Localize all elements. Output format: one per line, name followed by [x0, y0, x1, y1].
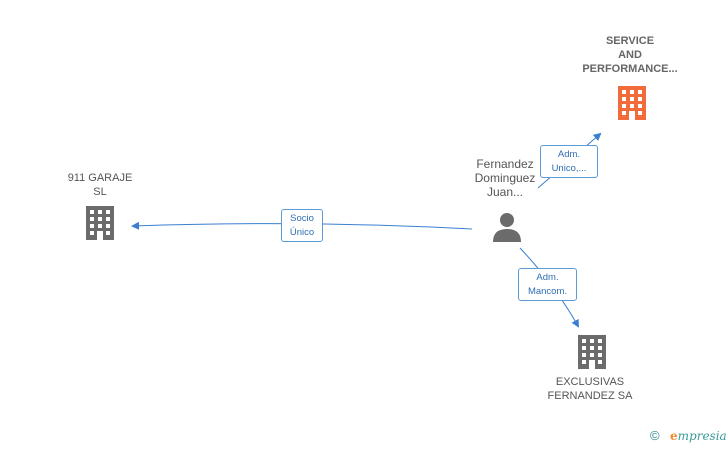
edge-label-adm-unico[interactable]: Adm. Unico,...: [540, 145, 598, 178]
building-icon[interactable]: [576, 335, 608, 369]
brand-logo[interactable]: empresia: [670, 429, 727, 443]
copyright-symbol: ©: [650, 428, 660, 443]
node-label-exclusivas[interactable]: EXCLUSIVAS FERNANDEZ SA: [547, 376, 633, 402]
building-icon[interactable]: [616, 86, 648, 120]
person-icon[interactable]: [492, 212, 522, 242]
edge-label-socio-unico[interactable]: Socio Único: [281, 209, 323, 242]
brand-name: mpresia: [677, 429, 727, 443]
building-icon[interactable]: [84, 206, 116, 240]
node-label-garaje[interactable]: 911 GARAJE SL: [67, 172, 133, 198]
brand-initial: e: [670, 429, 678, 443]
node-label-service[interactable]: SERVICE AND PERFORMANCE...: [582, 35, 678, 75]
edge-label-adm-mancom[interactable]: Adm. Mancom.: [518, 268, 577, 301]
node-label-person[interactable]: Fernandez Dominguez Juan...: [474, 157, 536, 199]
